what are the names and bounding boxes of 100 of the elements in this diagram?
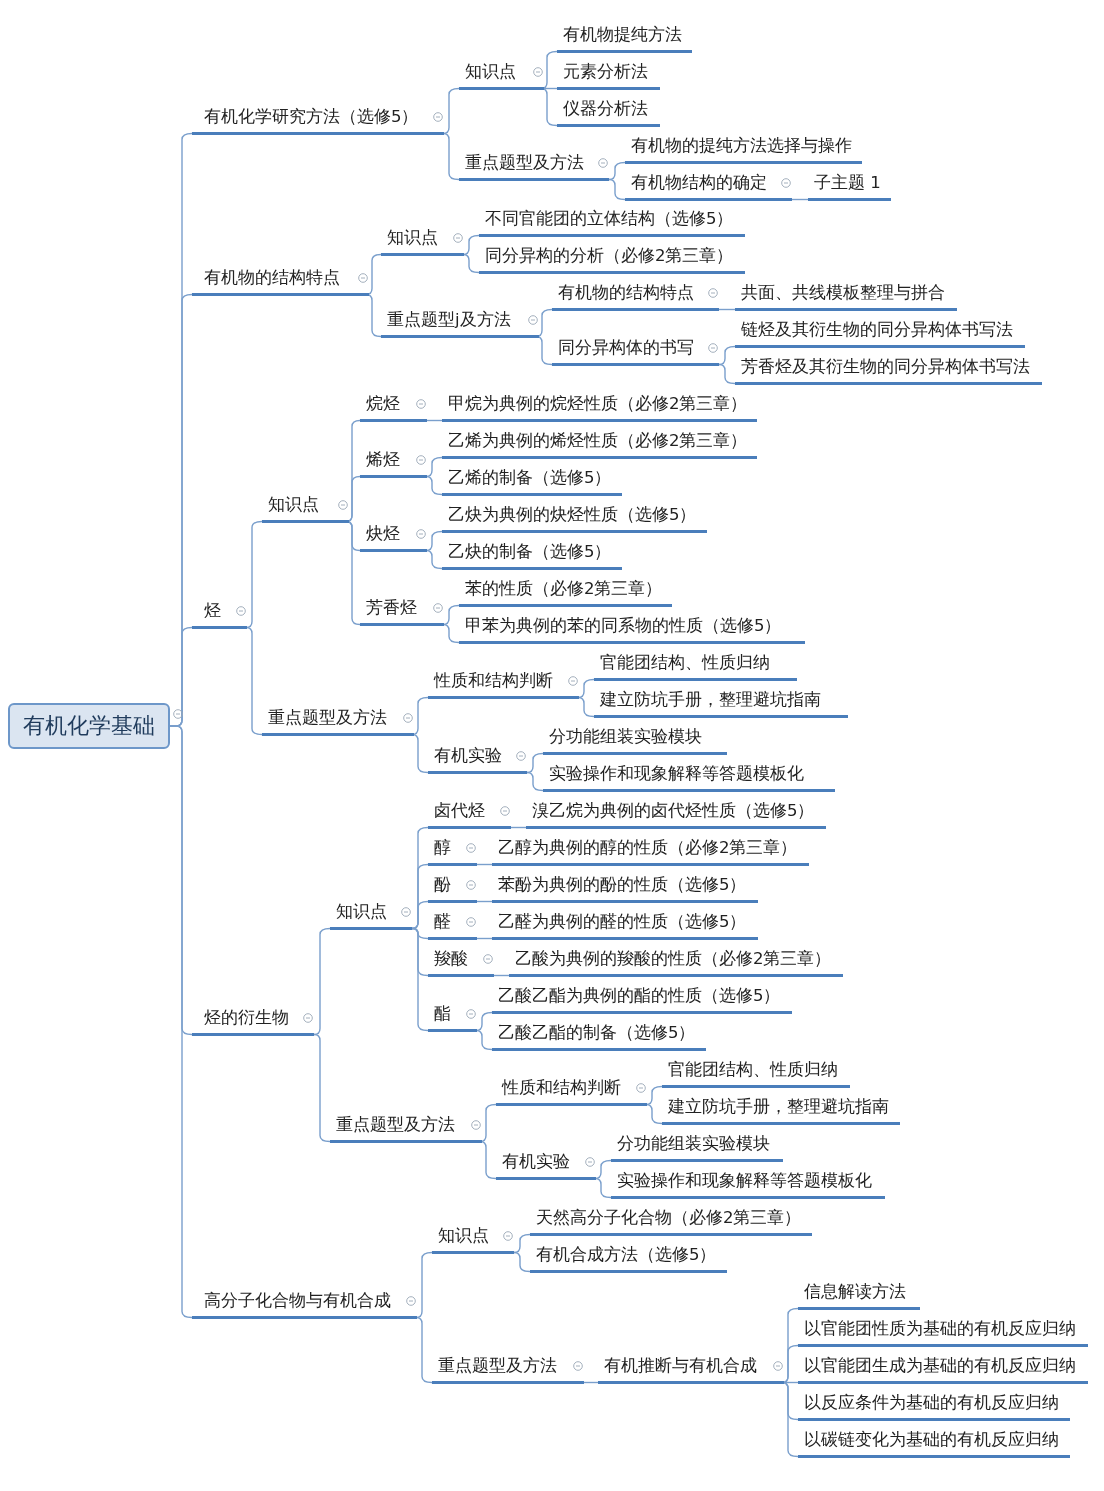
topic-text: 不同官能团的立体结构（选修5）: [485, 208, 734, 230]
branch-line: [577, 678, 595, 699]
branch-line: [476, 937, 493, 940]
topic-text: 建立防坑手册，整理避坑指南: [600, 689, 821, 711]
topic-text: 同分异构体的书写: [558, 337, 694, 359]
topic-text: 同分异构的分析（必修2第三章）: [485, 245, 734, 267]
topic-text: 烃的衍生物: [204, 1007, 289, 1029]
topic-text: 实验操作和现象解释等答题模板化: [617, 1170, 872, 1192]
topic-text: 溴乙烷为典例的卤代烃性质（选修5）: [532, 800, 815, 822]
branch-line: [608, 161, 626, 181]
topic-text: 有机物的结构特点: [558, 282, 694, 304]
topic-text: 知识点: [336, 901, 387, 923]
topic-text: 官能团结构、性质归纳: [668, 1059, 838, 1081]
branch-line: [783, 1381, 799, 1384]
branch-line: [425, 456, 443, 478]
topic-text: 有机物的提纯方法选择与操作: [631, 135, 852, 157]
topic-text: 酯: [434, 1003, 451, 1025]
topic-text: 有机实验: [502, 1151, 570, 1173]
topic-text: 实验操作和现象解释等答题模板化: [549, 763, 804, 785]
topic-text: 建立防坑手册，整理避坑指南: [668, 1096, 889, 1118]
topic-text: 有机合成方法（选修5）: [536, 1244, 717, 1266]
topic-text: 酚: [434, 874, 451, 896]
branch-line: [462, 234, 480, 256]
topic-text: 乙醛为典例的醛的性质（选修5）: [498, 911, 747, 933]
topic-text: 高分子化合物与有机合成: [204, 1290, 391, 1312]
topic-text: 芳香烃及其衍生物的同分异构体书写法: [741, 356, 1030, 378]
topic-text: 以碳链变化为基础的有机反应归纳: [804, 1429, 1059, 1451]
topic-text: 信息解读方法: [804, 1281, 906, 1303]
topic-text: 芳香烃: [366, 597, 417, 619]
topic-text: 分功能组装实验模块: [617, 1133, 770, 1155]
branch-line: [594, 1177, 612, 1199]
topic-text: 乙烯的制备（选修5）: [448, 467, 612, 489]
topic-text: 性质和结构判断: [434, 670, 553, 692]
topic-text: 卤代烃: [434, 800, 485, 822]
branch-line: [645, 1103, 663, 1125]
topic-text: 知识点: [465, 61, 516, 83]
branch-line: [543, 87, 558, 90]
branch-line: [526, 752, 544, 774]
topic-text: 重点题型j及方法: [387, 309, 511, 331]
topic-text: 醛: [434, 911, 451, 933]
topic-text: 有机实验: [434, 745, 502, 767]
topic-text: 分功能组装实验模块: [549, 726, 702, 748]
topic-text: 苯酚为典例的酚的性质（选修5）: [498, 874, 747, 896]
branch-line: [476, 900, 493, 903]
branch-line: [475, 1029, 493, 1051]
branch-line: [791, 198, 809, 201]
branch-line: [442, 623, 460, 644]
branch-line: [426, 419, 443, 422]
topic-text: 乙炔为典例的炔烃性质（选修5）: [448, 504, 697, 526]
topic-text: 苯的性质（必修2第三章）: [465, 578, 663, 600]
topic-text: 重点题型及方法: [336, 1114, 455, 1136]
branch-line: [425, 530, 443, 552]
branch-line: [425, 549, 443, 570]
topic-text: 甲苯为典例的苯的同系物的性质（选修5）: [465, 615, 782, 637]
branch-line: [425, 475, 443, 496]
branch-line: [476, 863, 493, 866]
topic-text: 有机物结构的确定: [631, 172, 767, 194]
root-text: 有机化学基础: [23, 712, 155, 740]
topic-text: 甲烷为典例的烷烃性质（必修2第三章）: [448, 393, 748, 415]
branch-line: [475, 1011, 493, 1032]
topic-text: 以反应条件为基础的有机反应归纳: [804, 1392, 1059, 1414]
branch-line: [479, 1103, 497, 1143]
branch-line: [718, 308, 736, 311]
topic-text: 乙醇为典例的醇的性质（必修2第三章）: [498, 837, 798, 859]
topic-text: 烷烃: [366, 393, 400, 415]
branch-line: [781, 1381, 799, 1458]
topic-text: 重点题型及方法: [268, 707, 387, 729]
topic-text: 乙酸乙酯的制备（选修5）: [498, 1022, 696, 1044]
branch-line: [583, 1381, 599, 1384]
branch-line: [510, 826, 527, 829]
branch-line: [513, 1233, 531, 1254]
branch-line: [577, 696, 595, 718]
branch-line: [594, 1159, 612, 1180]
topic-text: 子主题 1: [814, 172, 881, 194]
topic-text: 重点题型及方法: [465, 152, 584, 174]
topic-text: 乙烯为典例的烯烃性质（必修2第三章）: [448, 430, 748, 452]
branch-line: [462, 253, 480, 274]
topic-text: 羧酸: [434, 948, 468, 970]
branch-line: [608, 178, 626, 201]
branch-line: [411, 733, 429, 774]
topic-text: 性质和结构判断: [502, 1077, 621, 1099]
topic-text: 有机物的结构特点: [204, 267, 340, 289]
branch-line: [526, 771, 544, 792]
topic-text: 有机化学研究方法（选修5）: [204, 106, 419, 128]
branch-line: [411, 900, 429, 930]
topic-text: 有机推断与有机合成: [604, 1355, 757, 1377]
branch-line: [411, 696, 429, 736]
branch-line: [781, 1344, 799, 1384]
topic-text: 炔烃: [366, 523, 400, 545]
topic-text: 官能团结构、性质归纳: [600, 652, 770, 674]
topic-text: 醇: [434, 837, 451, 859]
topic-text: 乙酸为典例的羧酸的性质（必修2第三章）: [515, 948, 832, 970]
topic-text: 元素分析法: [563, 61, 648, 83]
topic-text: 乙炔的制备（选修5）: [448, 541, 612, 563]
topic-text: 烃: [204, 600, 221, 622]
branch-line: [513, 1251, 531, 1273]
branch-line: [493, 974, 510, 977]
topic-text: 知识点: [268, 494, 319, 516]
topic-text: 有机物提纯方法: [563, 24, 682, 46]
topic-text: 知识点: [438, 1225, 489, 1247]
